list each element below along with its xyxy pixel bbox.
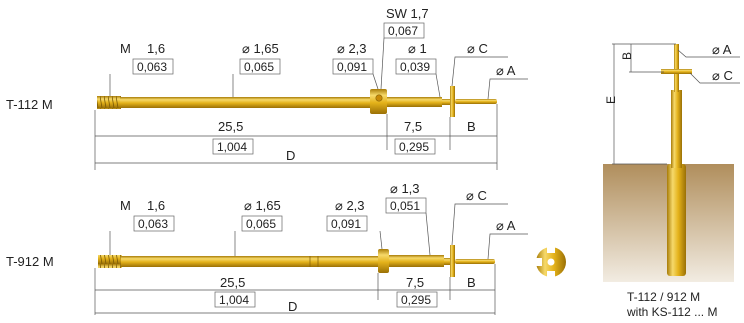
body-dia-inch-box (241, 215, 283, 232)
body-dia-inch: 0,065 (244, 60, 274, 74)
leader-flange (451, 203, 508, 246)
thread-m: M (120, 198, 131, 213)
thread-m: M (120, 41, 131, 56)
neck-dia-inch-box (385, 197, 427, 214)
body-dia: ⌀ 1,65 (242, 41, 279, 56)
install-view: ⌀ A ⌀ C B E T-112 / 912 M with KS-112 ..… (603, 42, 740, 319)
length-tip-inch: 0,295 (401, 293, 431, 307)
probe-flange (661, 69, 692, 74)
tip-label: ⌀ A (496, 63, 516, 78)
length-main-inch: 1,004 (217, 140, 247, 154)
thread-section (97, 96, 121, 109)
neck-dia-inch-box (395, 58, 437, 75)
collar (370, 89, 387, 114)
probe-t912: T-912 M M 1,6 0,063 ⌀ 1,65 0,065 ⌀ 2,3 0… (6, 181, 566, 315)
caption-line1: T-112 / 912 M (627, 290, 700, 304)
length-tip: 7,5 (404, 119, 422, 134)
tip (455, 259, 495, 264)
leader-neck (435, 73, 441, 98)
b-label: B (467, 119, 476, 134)
label-b: B (620, 52, 634, 60)
length-main-inch-box (212, 138, 254, 155)
tip-label: ⌀ A (496, 218, 516, 233)
wrench-size: SW 1,7 (386, 6, 429, 21)
flange (450, 86, 455, 117)
leader-collar (372, 73, 379, 90)
thread-inch: 0,063 (138, 217, 168, 231)
leader-flange (451, 56, 508, 87)
model-label: T-912 M (6, 254, 54, 269)
leader-tip (487, 233, 528, 260)
receptacle (667, 164, 686, 276)
neck-dia-inch: 0,039 (400, 60, 430, 74)
plunger (442, 99, 450, 105)
probe-t112: T-112 M M 1,6 0,063 ⌀ 1,65 0,065 ⌀ 2,3 0… (6, 6, 528, 170)
length-main-inch: 1,004 (219, 293, 249, 307)
flange-end-view (534, 245, 566, 279)
thread-inch: 0,063 (137, 60, 167, 74)
length-main-inch-box (214, 291, 256, 308)
d-label: D (288, 299, 297, 314)
plunger (444, 258, 450, 265)
label-e: E (604, 96, 618, 104)
length-tip-inch: 0,295 (399, 140, 429, 154)
model-label: T-112 M (6, 97, 53, 112)
thread-size: 1,6 (147, 41, 165, 56)
wrench-inch: 0,067 (388, 24, 418, 38)
tip (455, 99, 497, 104)
wrench-inch-box (383, 22, 425, 39)
collar-dia-inch: 0,091 (331, 217, 361, 231)
probe-tip (674, 44, 679, 92)
probe-upper (671, 90, 682, 168)
length-main: 25,5 (220, 275, 245, 290)
collar-dia-inch-box (332, 58, 374, 75)
caption-line2: with KS-112 ... M (626, 305, 717, 319)
length-main: 25,5 (218, 119, 243, 134)
neck-dia-inch: 0,051 (390, 199, 420, 213)
neck (387, 97, 442, 107)
flange-label: ⌀ C (466, 188, 487, 203)
neck (389, 255, 444, 267)
collar-dia-inch: 0,091 (337, 60, 367, 74)
collar-dia: ⌀ 2,3 (337, 41, 367, 56)
barrel (121, 256, 378, 267)
thread-inch-box (133, 215, 175, 232)
leader-c (689, 72, 740, 84)
leader-a (677, 49, 740, 58)
thread-section (98, 255, 122, 268)
barrel (120, 97, 370, 108)
collar-dia-inch-box (326, 215, 368, 232)
length-tip-inch-box (396, 291, 438, 308)
leader-neck (425, 212, 431, 256)
hex-marker (375, 94, 383, 102)
body-dia-inch: 0,065 (246, 217, 276, 231)
label-a: ⌀ A (712, 42, 732, 57)
flange (450, 245, 455, 277)
thread-size: 1,6 (147, 198, 165, 213)
body-dia-inch-box (239, 58, 281, 75)
body-dia: ⌀ 1,65 (244, 198, 281, 213)
length-tip-inch-box (394, 138, 436, 155)
collar (378, 249, 389, 273)
b-label: B (467, 275, 476, 290)
leader-tip (487, 78, 528, 100)
label-c: ⌀ C (712, 68, 733, 83)
thread-inch-box (132, 58, 174, 75)
leader-collar (379, 230, 383, 250)
length-tip: 7,5 (406, 275, 424, 290)
neck-dia: ⌀ 1 (408, 41, 427, 56)
leader-wrench (380, 37, 385, 90)
flange-label: ⌀ C (467, 41, 488, 56)
collar-dia: ⌀ 2,3 (335, 198, 365, 213)
d-label: D (286, 148, 295, 163)
neck-dia: ⌀ 1,3 (390, 181, 420, 196)
